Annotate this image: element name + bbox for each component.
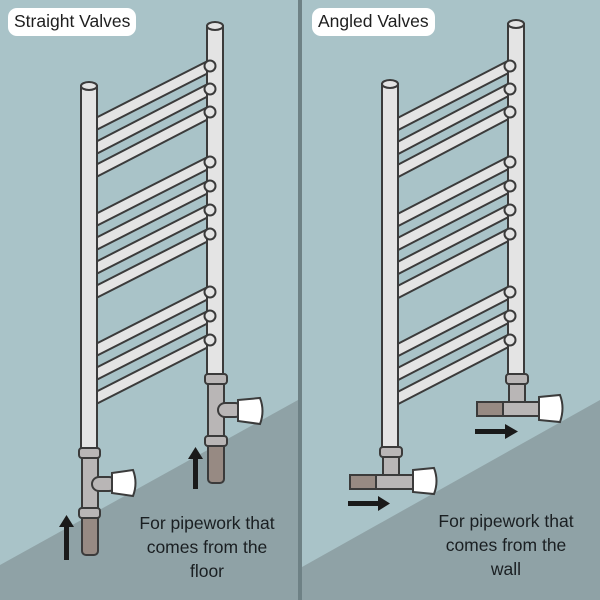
panel-title: Angled Valves [312, 8, 435, 36]
arrow-right-icon [348, 496, 390, 511]
straight-valve-left [78, 447, 137, 556]
angled-valves-panel: Angled Valves For pipework that comes fr… [302, 0, 600, 600]
panel-title: Straight Valves [8, 8, 137, 36]
rung-end-caps [203, 59, 217, 347]
rung-end-caps [503, 59, 517, 347]
arrow-right-icon [475, 424, 518, 439]
towel-rail-rungs [387, 59, 517, 407]
panel-divider [298, 0, 302, 600]
floor [302, 400, 600, 600]
straight-valve-right [204, 373, 264, 484]
left-rail-post [381, 79, 399, 449]
angled-valves-illustration [302, 0, 600, 600]
angled-valve-right [476, 373, 564, 424]
angled-valve-left [349, 446, 438, 496]
right-rail-post [507, 19, 525, 377]
panel-caption: For pipework that comes from the wall [438, 511, 574, 579]
towel-rail-rungs [85, 59, 217, 407]
straight-valves-panel: Straight Valves For pipework that comes … [0, 0, 298, 600]
left-rail-post [80, 81, 98, 453]
arrow-up-icon [188, 447, 203, 489]
straight-valves-illustration [0, 0, 298, 600]
panel-caption: For pipework that comes from the floor [139, 513, 275, 581]
arrow-up-icon [59, 515, 74, 560]
right-rail-post [206, 21, 224, 377]
